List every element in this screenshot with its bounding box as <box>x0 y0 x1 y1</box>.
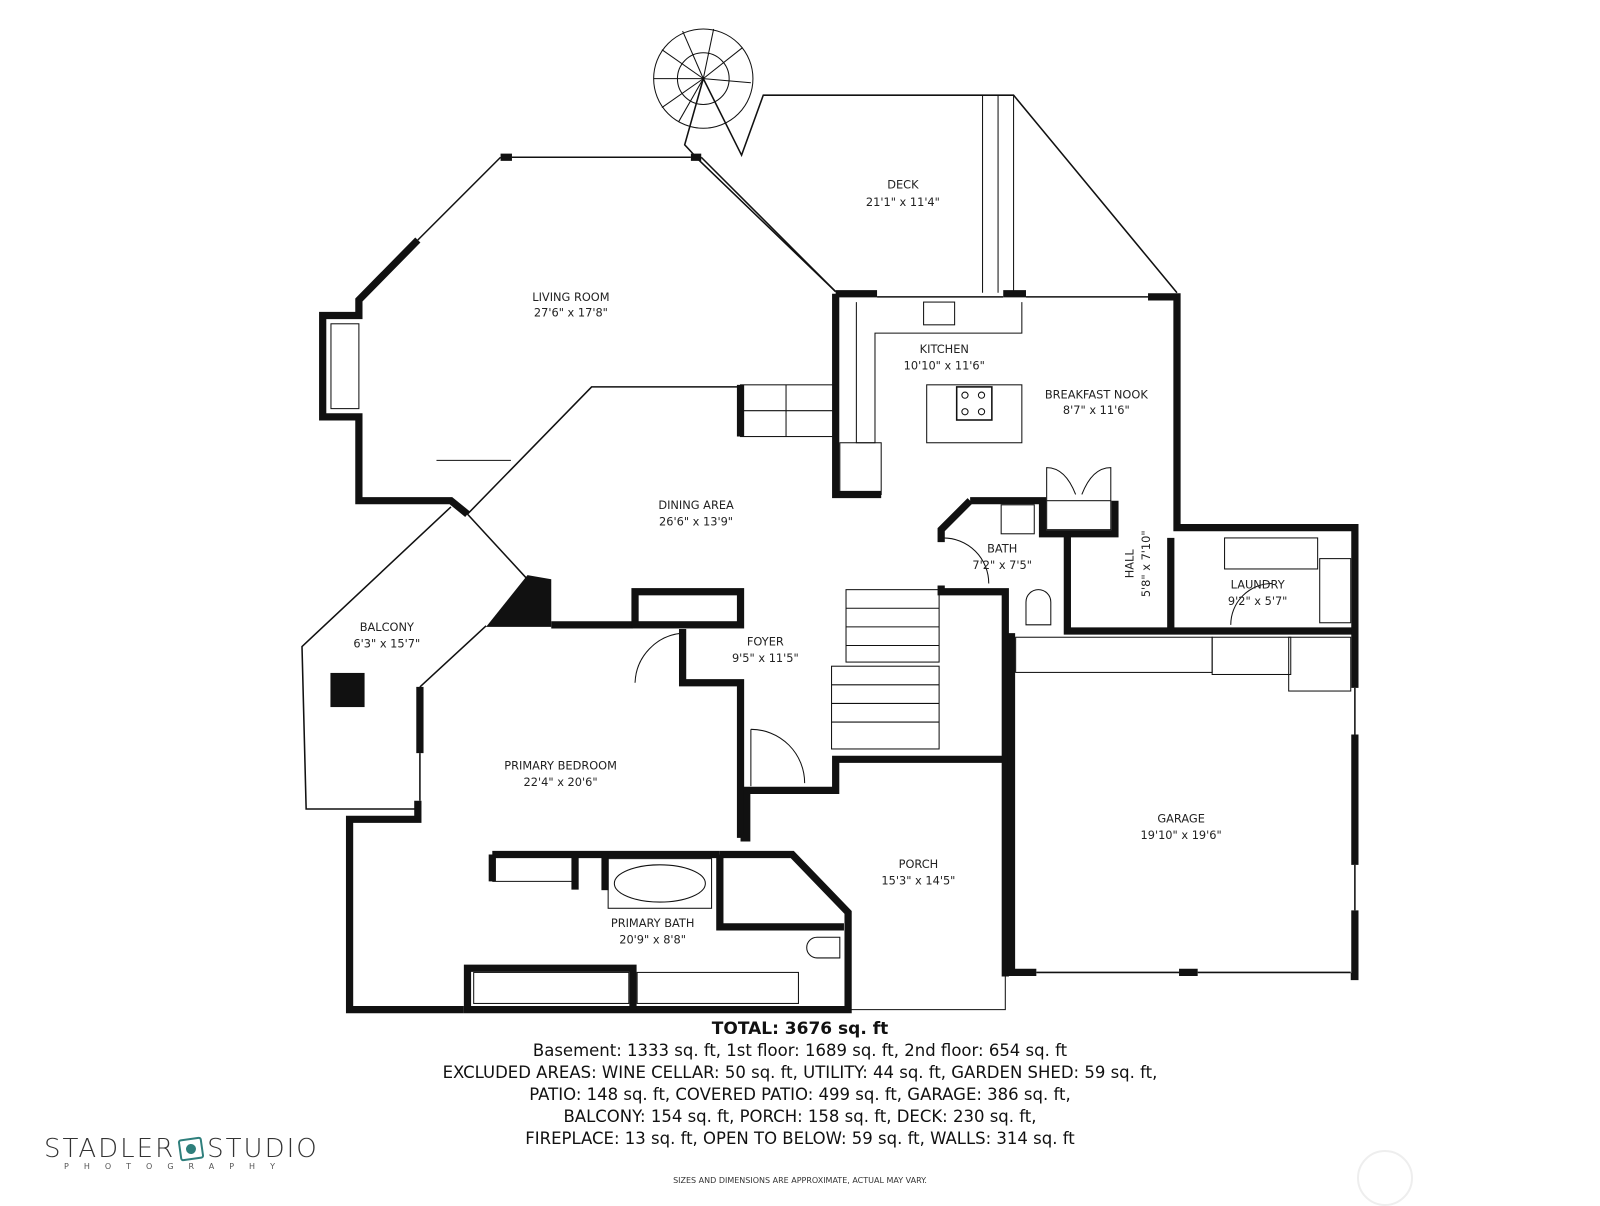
spiral-stair <box>653 28 754 129</box>
logo-text-left: STADLER <box>44 1134 176 1164</box>
area-summary: TOTAL: 3676 sq. ft Basement: 1333 sq. ft… <box>0 1018 1600 1150</box>
room-name: PRIMARY BEDROOM <box>504 759 617 773</box>
room-dims: 10'10" x 11'6" <box>904 358 985 372</box>
room-dims: 7'2" x 7'5" <box>972 558 1032 572</box>
summary-line: FIREPLACE: 13 sq. ft, OPEN TO BELOW: 59 … <box>525 1129 1075 1148</box>
room-dims: 9'5" x 11'5" <box>732 651 799 665</box>
room-name: KITCHEN <box>920 342 969 356</box>
room-name: BALCONY <box>360 620 414 634</box>
room-dims: 19'10" x 19'6" <box>1141 828 1222 842</box>
summary-line: PATIO: 148 sq. ft, COVERED PATIO: 499 sq… <box>529 1085 1071 1104</box>
camera-icon <box>177 1136 205 1162</box>
room-name: PORCH <box>899 857 939 871</box>
room-name: DINING AREA <box>658 498 734 512</box>
summary-line: EXCLUDED AREAS: WINE CELLAR: 50 sq. ft, … <box>442 1063 1158 1082</box>
room-dims: 6'3" x 15'7" <box>353 637 420 651</box>
room-name: DECK <box>887 177 919 191</box>
room-dims: 8'7" x 11'6" <box>1063 403 1130 417</box>
room-labels: DECK 21'1" x 11'4" LIVING ROOM 27'6" x 1… <box>353 177 1287 946</box>
room-dims: 26'6" x 13'9" <box>659 515 733 529</box>
room-name: HALL <box>1123 549 1137 579</box>
room-name: PRIMARY BATH <box>611 916 695 930</box>
room-name: BATH <box>987 541 1017 555</box>
room-dims: 27'6" x 17'8" <box>534 306 608 320</box>
room-name: FOYER <box>747 635 784 649</box>
room-dims: 22'4" x 20'6" <box>524 775 598 789</box>
logo-text-right: STUDIO <box>207 1134 319 1164</box>
room-dims: 21'1" x 11'4" <box>866 195 940 209</box>
watermark-circle-icon <box>1357 1150 1413 1206</box>
room-dims: 20'9" x 8'8" <box>619 932 686 946</box>
stadler-studio-logo: STADLER STUDIO PHOTOGRAPHY <box>44 1134 319 1171</box>
deck-outline <box>683 78 837 293</box>
summary-line: BALCONY: 154 sq. ft, PORCH: 158 sq. ft, … <box>563 1107 1037 1126</box>
room-name: GARAGE <box>1157 811 1205 825</box>
total-area: TOTAL: 3676 sq. ft <box>711 1019 889 1039</box>
room-dims: 5'8" x 7'10" <box>1139 530 1153 597</box>
summary-line: Basement: 1333 sq. ft, 1st floor: 1689 s… <box>532 1041 1068 1060</box>
room-name: BREAKFAST NOOK <box>1045 387 1148 401</box>
logo-subtitle: PHOTOGRAPHY <box>64 1162 290 1171</box>
room-dims: 9'2" x 5'7" <box>1228 594 1288 608</box>
room-name: LAUNDRY <box>1231 578 1285 592</box>
disclaimer: SIZES AND DIMENSIONS ARE APPROXIMATE, AC… <box>673 1176 927 1185</box>
room-name: LIVING ROOM <box>532 290 609 304</box>
room-dims: 15'3" x 14'5" <box>881 873 955 887</box>
